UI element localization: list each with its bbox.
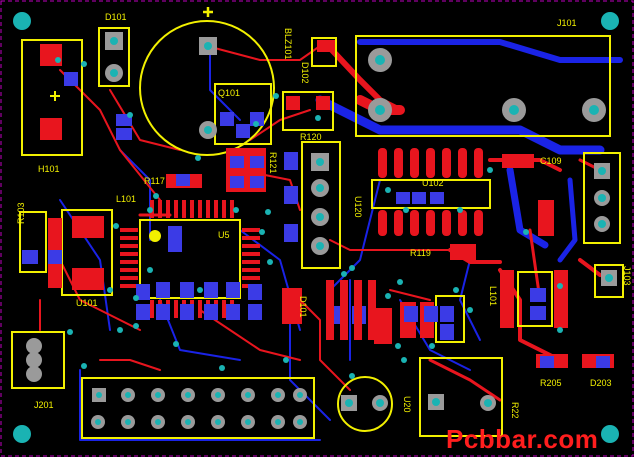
label-r119: R119 — [410, 248, 431, 258]
u120-outline — [301, 141, 341, 269]
label-q101: Q101 — [218, 88, 240, 98]
watermark-text: Pcbbar.com — [446, 424, 599, 454]
q101-outline — [214, 83, 272, 145]
blz101-outline — [311, 37, 337, 67]
label-j201: J201 — [34, 400, 54, 410]
capacitor-outline — [139, 20, 275, 156]
label-l101: L101 — [116, 194, 136, 204]
j201-outline — [81, 377, 315, 439]
j102-outline — [583, 152, 621, 244]
u20-outline — [337, 376, 393, 432]
d201-outline — [11, 331, 65, 389]
label-u5: U5 — [218, 230, 230, 240]
label-r22: R22 — [510, 402, 520, 419]
l101-outline — [517, 271, 553, 327]
r103-outline — [19, 211, 47, 273]
label-u102: U102 — [422, 178, 444, 188]
label-blz101: BLZ101 — [283, 28, 293, 60]
label-u120: U120 — [353, 196, 363, 218]
label-d203: D203 — [590, 378, 612, 388]
d101-outline — [98, 27, 130, 87]
label-d102: D102 — [300, 62, 310, 84]
label-r205: R205 — [540, 378, 562, 388]
label-r103: R103 — [16, 202, 26, 224]
th-pads — [26, 32, 617, 411]
label-u101: U101 — [76, 298, 98, 308]
u102-legs — [378, 148, 483, 236]
vias — [55, 57, 563, 379]
silk-markers — [149, 230, 161, 242]
h101-outline — [21, 39, 83, 156]
label-h101: H101 — [38, 164, 60, 174]
j201-header-pins — [91, 388, 307, 429]
silk-labels: D101 J101 BLZ101 D102 Q101 R120 R121 R11… — [16, 12, 632, 419]
label-j101: J101 — [557, 18, 577, 28]
label-u20: U20 — [402, 396, 412, 413]
label-d101: D101 — [105, 12, 127, 22]
label-r120: R120 — [300, 132, 322, 142]
mounting-holes — [13, 12, 619, 443]
u102-outline — [371, 179, 491, 209]
r22-outline — [419, 357, 503, 437]
label-r121: R121 — [268, 152, 278, 174]
j101-outline — [355, 35, 611, 137]
passive-pads — [22, 72, 610, 368]
j103-outline — [594, 264, 624, 298]
r120-outline — [282, 91, 334, 131]
label-j103: J103 — [622, 266, 632, 286]
center-smd-cluster — [326, 280, 376, 340]
label-d101b: D101 — [298, 296, 308, 318]
label-c109: C109 — [540, 156, 562, 166]
label-r117: R117 — [144, 176, 165, 186]
label-l101b: L101 — [488, 286, 498, 306]
